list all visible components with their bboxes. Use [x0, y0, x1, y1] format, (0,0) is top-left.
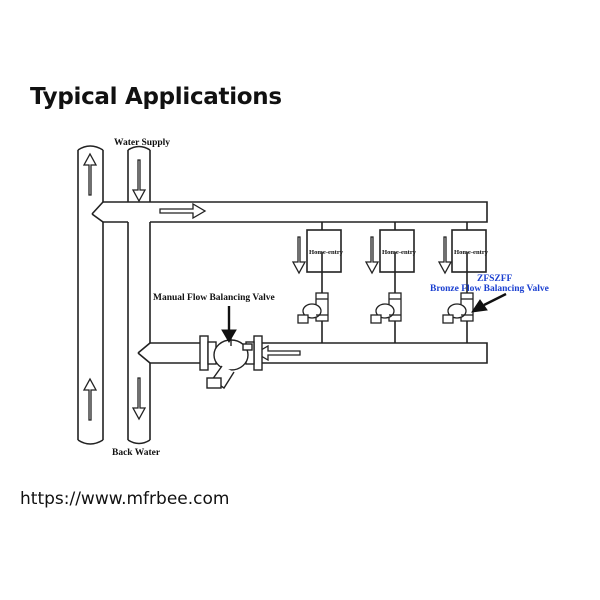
supply-up-arrow-icon	[82, 152, 98, 196]
supply-header	[103, 201, 488, 223]
middle-pipe-bottom-cap	[127, 439, 151, 445]
left-pipe-bottom-cap	[77, 439, 104, 445]
middle-pipe-top-cap	[127, 145, 151, 151]
branch-2-down-arrow-icon	[364, 236, 380, 275]
left-pipe-top-cap	[77, 145, 104, 151]
return-header-right	[262, 342, 488, 364]
bronze-valve-pointer	[483, 292, 507, 307]
website-url: https://www.mfrbee.com	[20, 489, 230, 509]
supply-tee-left	[91, 201, 104, 215]
manual-valve-pointer-head-icon	[221, 329, 237, 343]
branch-valve-2-icon	[370, 292, 402, 324]
branch-valves	[297, 292, 474, 324]
return-up-arrow-icon	[82, 377, 98, 421]
home-entry-label-3: Home-entry	[454, 249, 489, 256]
supply-tee-left-b	[91, 213, 104, 223]
home-entry-box-1	[306, 229, 342, 273]
return-tee-left	[137, 342, 151, 354]
back-water-label: Back Water	[112, 448, 161, 458]
home-entry-box-3	[451, 229, 487, 273]
branch-valve-3-icon	[442, 292, 474, 324]
branch-3-down-arrow-icon	[437, 236, 453, 275]
bronze-valve-label: Bronze Flow Balancing Valve	[430, 284, 549, 294]
return-tee-left-b	[137, 352, 151, 364]
manual-valve-icon	[199, 335, 263, 389]
home-entry-label-2: Home-entry	[382, 249, 417, 256]
middle-down-arrow-icon-bottom	[131, 377, 147, 421]
bronze-valve-pointer-head-icon	[470, 299, 488, 313]
model-code-label: ZFSZFF	[477, 274, 513, 284]
branch-1-down-arrow-icon	[291, 236, 307, 275]
branch-valve-1-icon	[297, 292, 329, 324]
manual-valve-label: Manual Flow Balancing Valve	[153, 293, 275, 303]
water-supply-label: Water Supply	[114, 138, 170, 148]
middle-down-arrow-icon-top	[131, 159, 147, 203]
home-entry-label-1: Home-entry	[309, 249, 344, 256]
supply-right-arrow-icon	[159, 202, 207, 220]
page-title: Typical Applications	[30, 84, 282, 110]
home-entry-box-2	[379, 229, 415, 273]
